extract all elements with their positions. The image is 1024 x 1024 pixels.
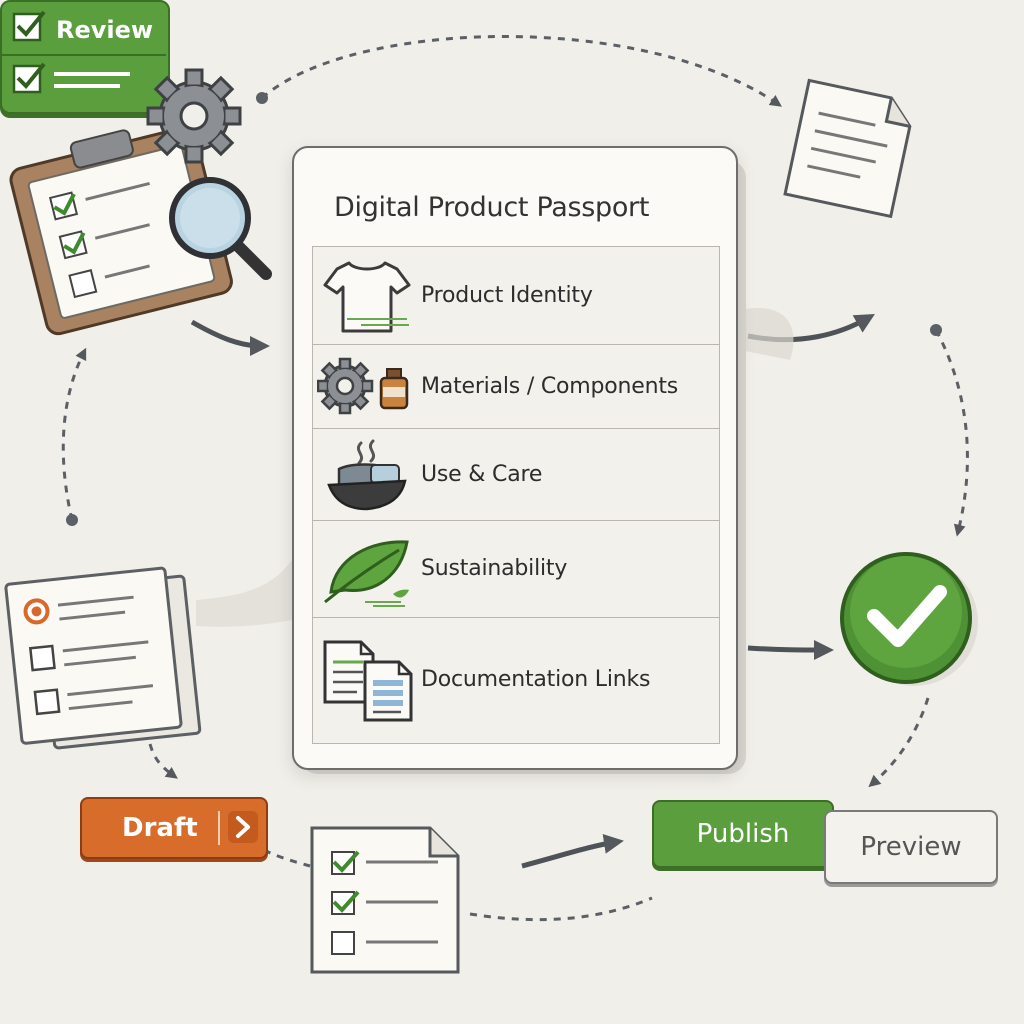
draft-label: Draft (122, 813, 198, 843)
checkbox-checked-icon (12, 10, 46, 42)
section-list: Product Identity (312, 246, 720, 744)
documents-icon (313, 631, 421, 728)
review-label: Review (56, 16, 154, 44)
dashed-arrow-top (261, 35, 782, 107)
check-circle-icon (840, 552, 978, 686)
magnifier-icon (169, 177, 272, 280)
tshirt-icon (313, 247, 421, 344)
checkbox-checked-icon (12, 62, 130, 94)
document-icon (783, 78, 912, 219)
section-documentation[interactable]: Documentation Links (313, 617, 719, 741)
section-label: Use & Care (421, 461, 543, 487)
section-label: Materials / Components (421, 373, 679, 399)
section-materials[interactable]: Materials / Components (313, 344, 719, 429)
dashed-arrow-down-right (868, 697, 930, 788)
form-icon (4, 566, 202, 750)
dashed-arrow-bottom (469, 896, 653, 922)
gear-bottle-icon (313, 338, 421, 435)
review-button[interactable]: Review (0, 0, 170, 114)
dashed-arrow-right (934, 329, 969, 537)
draft-button[interactable]: Draft (80, 797, 268, 859)
section-label: Sustainability (421, 556, 568, 581)
arrow-doc-to-publish (521, 833, 624, 869)
chevron-right-icon (228, 811, 258, 843)
checklist-icon (310, 826, 460, 974)
arrow-clipboard-to-card (190, 319, 270, 356)
clipboard-icon (9, 126, 233, 336)
arrow-card-to-check (747, 639, 834, 660)
publish-button[interactable]: Publish (652, 800, 834, 868)
section-sustainability[interactable]: Sustainability (313, 520, 719, 618)
page-title: Digital Product Passport (334, 192, 650, 223)
section-label: Documentation Links (421, 666, 651, 692)
divider (218, 811, 220, 845)
washing-icon (313, 426, 421, 523)
preview-button[interactable]: Preview (824, 810, 998, 884)
section-label: Product Identity (421, 283, 593, 308)
dashed-arrow-left (61, 347, 87, 521)
section-use-care[interactable]: Use & Care (313, 428, 719, 521)
leaf-icon (313, 520, 421, 617)
section-product-identity[interactable]: Product Identity (313, 247, 719, 345)
gear-icon (146, 68, 242, 164)
dashed-arrow-draft (263, 848, 311, 868)
passport-card: Digital Product Passport Product Identit… (292, 146, 738, 770)
dashed-arrow-down-left (148, 743, 178, 779)
